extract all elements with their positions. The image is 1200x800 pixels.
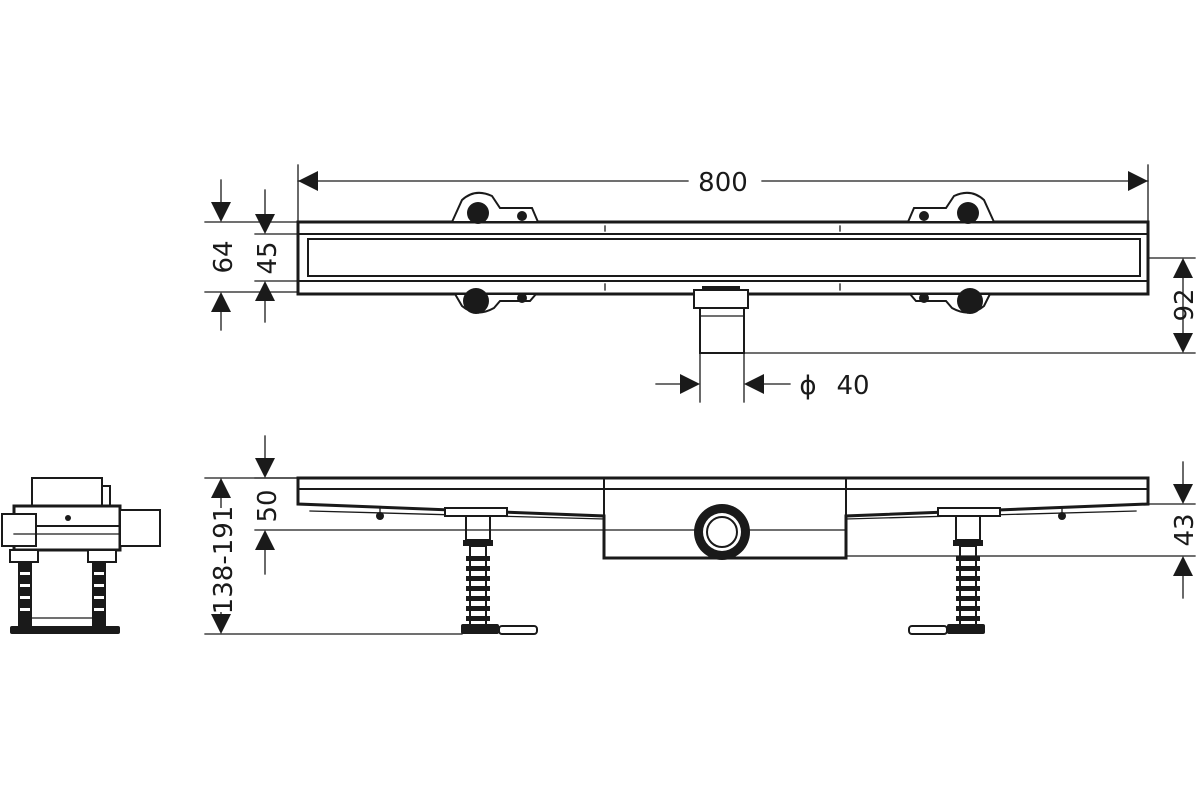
drain-channel-top xyxy=(296,220,1150,296)
adjustable-foot-left xyxy=(444,507,538,635)
top-view: 800 xyxy=(204,164,1200,403)
arrow-up-icon xyxy=(255,281,275,301)
arrow-down-icon xyxy=(255,458,275,478)
arrow-left-icon xyxy=(744,374,764,394)
diameter-symbol: ϕ xyxy=(799,371,816,401)
length-label: 800 xyxy=(698,168,748,198)
arrow-up-icon xyxy=(211,292,231,312)
arrow-down-icon xyxy=(211,614,231,634)
bracket-top-right xyxy=(906,191,996,314)
arrow-up-icon xyxy=(1173,258,1193,278)
install-height-label: 138-191 xyxy=(209,506,239,615)
side-offset-label: 43 xyxy=(1170,513,1200,546)
length-dimension: 800 xyxy=(297,164,1149,223)
height-outer-label: 64 xyxy=(209,240,239,273)
height-92-dimension: 92 xyxy=(743,257,1200,354)
arrow-up-icon xyxy=(1173,556,1193,576)
bracket-top-left xyxy=(450,191,540,314)
depth-50-dimension: 50 xyxy=(253,435,605,575)
offset-43-dimension: 43 xyxy=(845,461,1200,599)
install-height-dimension: 138-191 xyxy=(204,477,463,635)
depth-top-label: 50 xyxy=(253,489,283,522)
height-outlet-label: 92 xyxy=(1170,288,1200,321)
arrow-down-icon xyxy=(1173,333,1193,353)
outlet-diameter-dimension: ϕ 40 xyxy=(655,352,870,403)
arrow-up-icon xyxy=(211,478,231,498)
arrow-down-icon xyxy=(1173,484,1193,504)
height-inner-label: 45 xyxy=(253,241,283,274)
side-view: 50 138-191 43 xyxy=(204,435,1200,635)
outlet-side xyxy=(694,504,750,560)
end-view xyxy=(1,477,161,634)
arrow-left-icon xyxy=(298,171,318,191)
height-64-dimension: 64 xyxy=(204,179,299,331)
arrow-up-icon xyxy=(255,530,275,550)
arrow-down-icon xyxy=(255,214,275,234)
adjustable-foot-right xyxy=(908,507,1001,635)
arrow-right-icon xyxy=(680,374,700,394)
arrow-down-icon xyxy=(211,202,231,222)
outlet-top xyxy=(693,286,749,354)
height-45-dimension: 45 xyxy=(253,189,299,323)
outlet-diameter-label: 40 xyxy=(836,371,869,401)
arrow-right-icon xyxy=(1128,171,1148,191)
